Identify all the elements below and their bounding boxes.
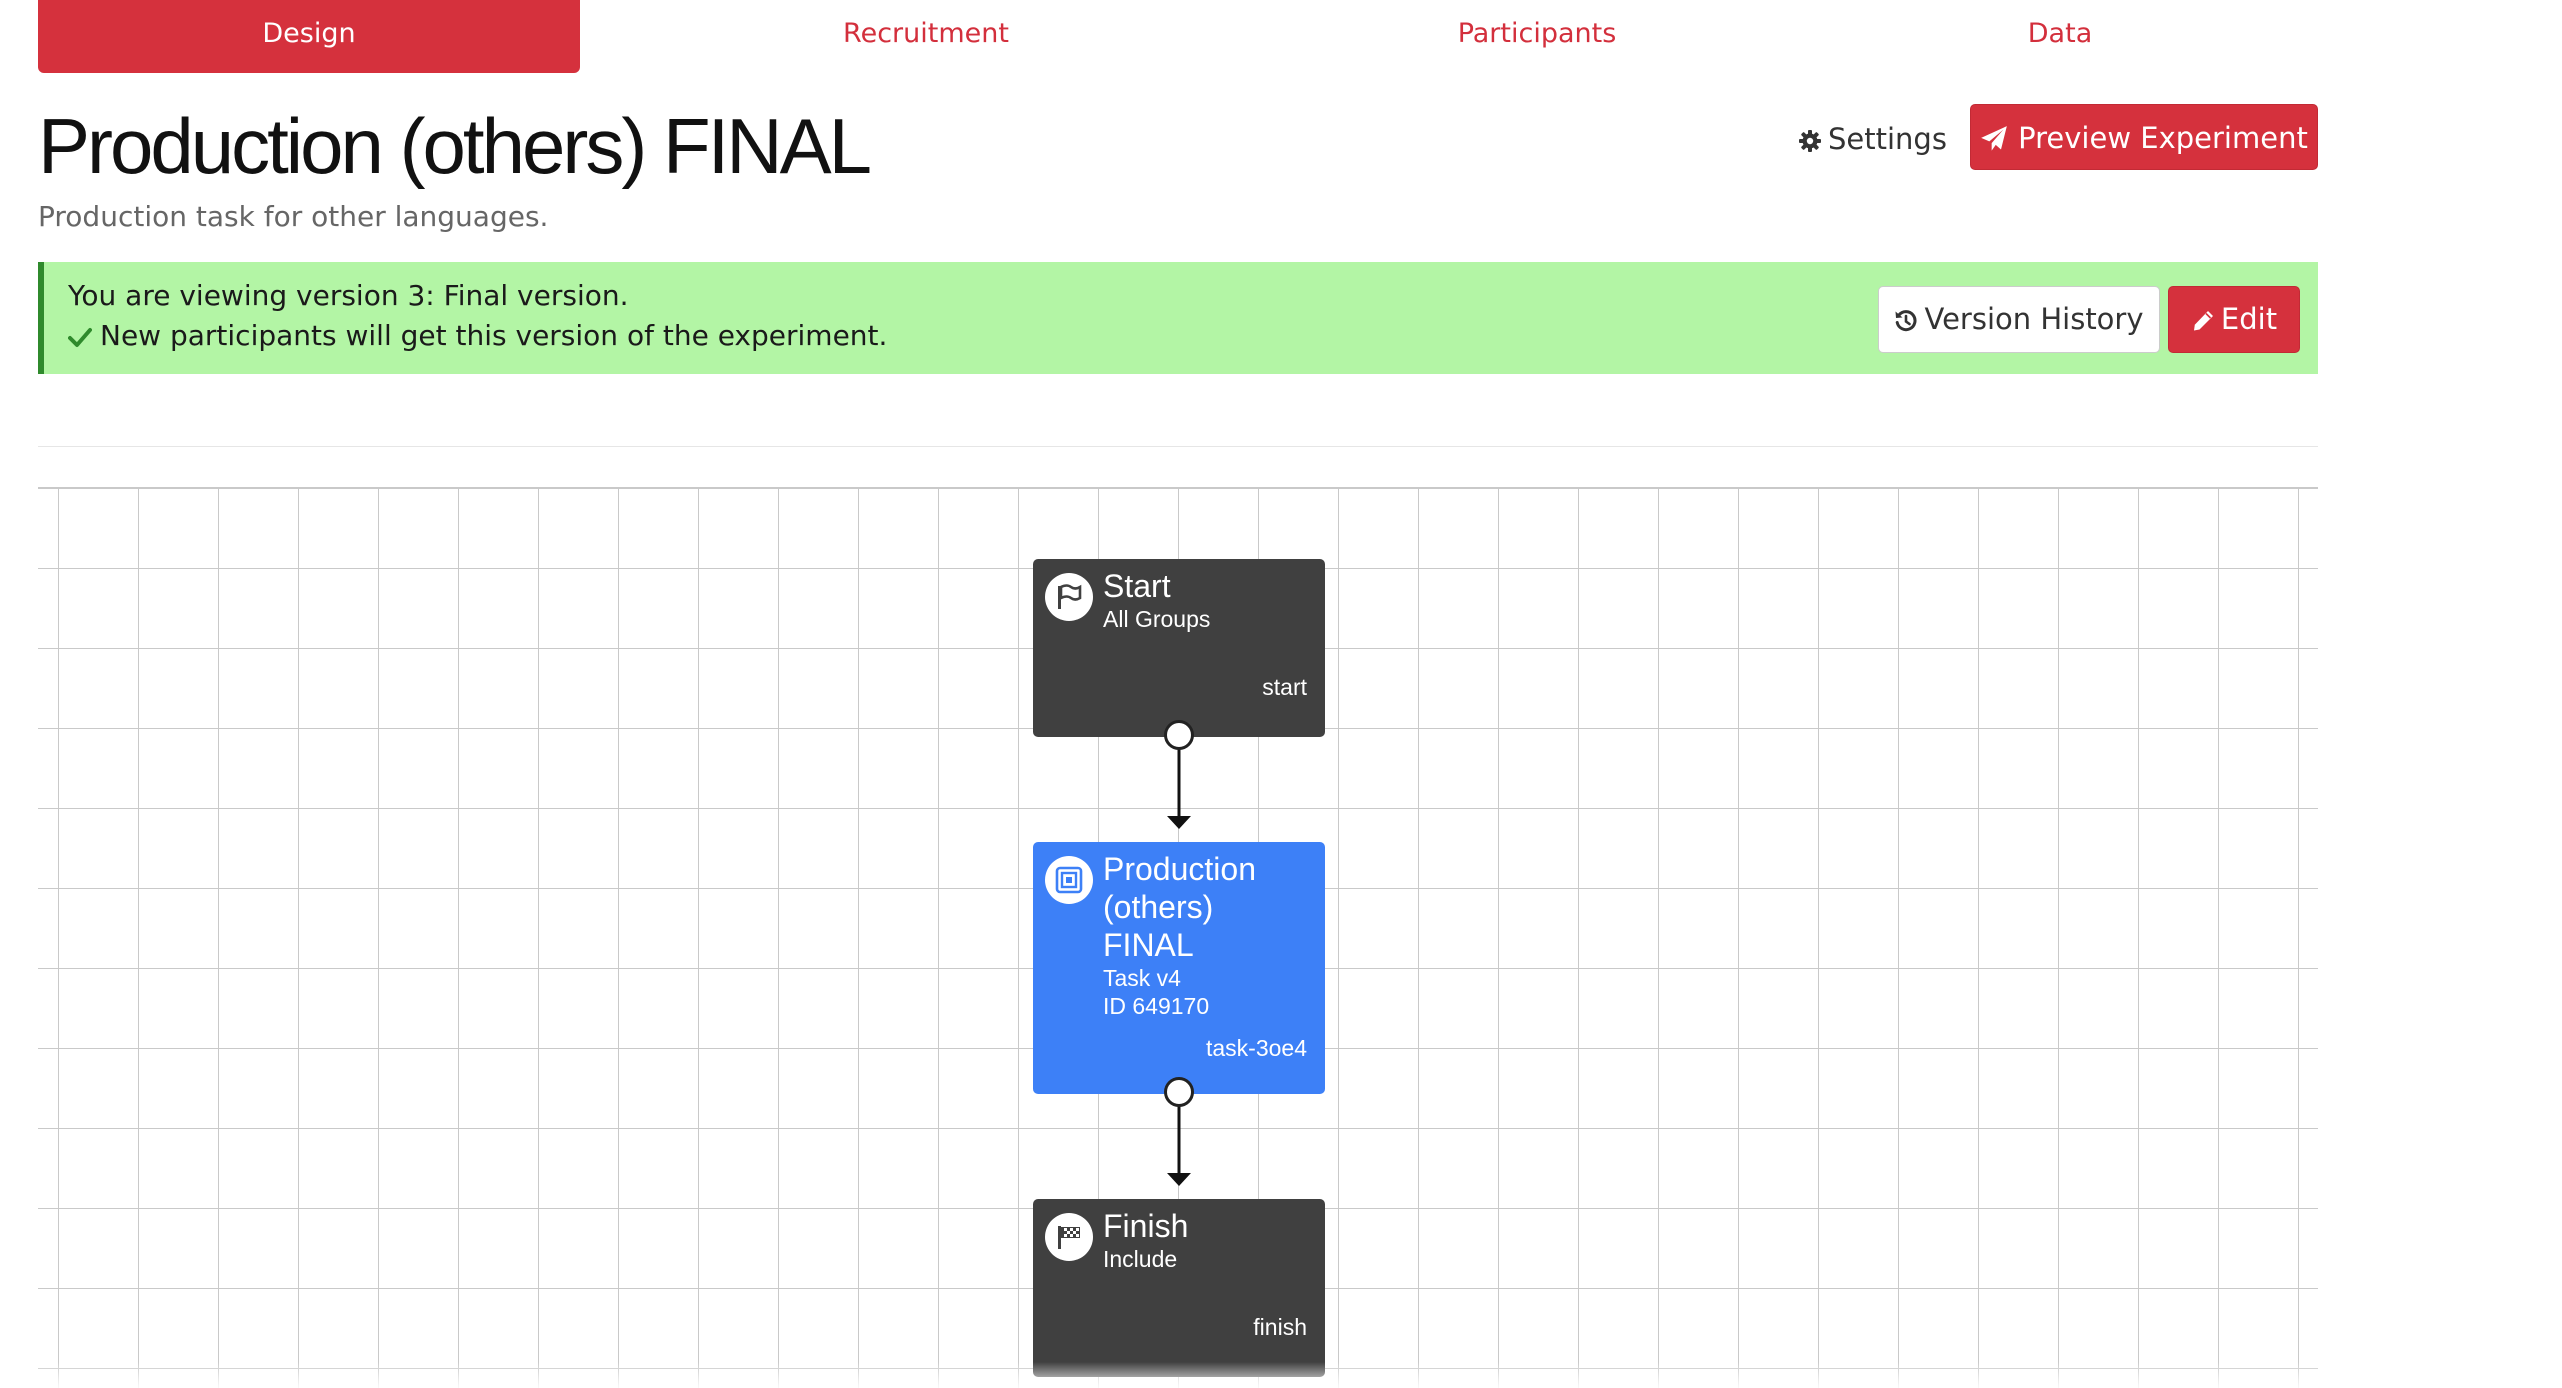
checkered-flag-icon bbox=[1045, 1213, 1093, 1261]
version-history-label: Version History bbox=[1924, 302, 2144, 336]
node-title: Start bbox=[1103, 568, 1171, 604]
version-banner: You are viewing version 3: Final version… bbox=[38, 262, 2318, 374]
section-divider bbox=[38, 446, 2318, 447]
connector-arrow bbox=[1167, 737, 1191, 829]
version-info-text: You are viewing version 3: Final version… bbox=[68, 279, 629, 312]
page-subtitle: Production task for other languages. bbox=[38, 200, 549, 233]
node-key: finish bbox=[1253, 1314, 1307, 1340]
settings-button[interactable]: Settings bbox=[1798, 116, 1947, 162]
page-title: Production (others) FINAL bbox=[38, 102, 872, 190]
version-status-label: New participants will get this version o… bbox=[100, 319, 888, 352]
tab-recruitment[interactable]: Recruitment bbox=[843, 18, 1009, 49]
edit-button[interactable]: Edit bbox=[2168, 286, 2300, 353]
node-title: Production (others) FINAL bbox=[1103, 851, 1256, 963]
start-node[interactable]: Start All Groups start bbox=[1033, 559, 1325, 737]
settings-label: Settings bbox=[1828, 122, 1947, 156]
node-subtitle: All Groups bbox=[1103, 606, 1211, 632]
node-title: Finish bbox=[1103, 1208, 1189, 1244]
output-port[interactable] bbox=[1164, 1077, 1194, 1107]
finish-node[interactable]: Finish Include finish bbox=[1033, 1199, 1325, 1377]
tab-data[interactable]: Data bbox=[2027, 18, 2093, 49]
pencil-icon bbox=[2191, 302, 2221, 336]
preview-experiment-button[interactable]: Preview Experiment bbox=[1970, 104, 2318, 170]
gear-icon bbox=[1798, 122, 1828, 156]
flag-icon bbox=[1045, 573, 1093, 621]
history-icon bbox=[1894, 302, 1924, 336]
flow-canvas[interactable]: Start All Groups start Production (other… bbox=[38, 487, 2318, 1388]
checkmark-icon bbox=[68, 319, 100, 352]
paper-plane-icon bbox=[1980, 121, 2018, 155]
preview-label: Preview Experiment bbox=[2018, 121, 2308, 155]
tab-participants[interactable]: Participants bbox=[1457, 18, 1617, 49]
connector-arrow bbox=[1167, 1094, 1191, 1186]
output-port[interactable] bbox=[1164, 720, 1194, 750]
node-key: start bbox=[1262, 674, 1307, 700]
task-icon bbox=[1045, 856, 1093, 904]
node-subtitle: Include bbox=[1103, 1246, 1178, 1272]
top-tabs: Design Recruitment Participants Data bbox=[38, 0, 2318, 73]
node-id: ID 649170 bbox=[1103, 993, 1210, 1019]
edit-label: Edit bbox=[2220, 302, 2278, 336]
node-version: Task v4 bbox=[1103, 965, 1181, 991]
version-status-text: New participants will get this version o… bbox=[68, 319, 887, 352]
node-key: task-3oe4 bbox=[1205, 1035, 1307, 1061]
tab-design[interactable]: Design bbox=[38, 0, 580, 73]
task-node[interactable]: Production (others) FINAL Task v4 ID 649… bbox=[1033, 842, 1325, 1094]
version-history-button[interactable]: Version History bbox=[1878, 286, 2160, 353]
